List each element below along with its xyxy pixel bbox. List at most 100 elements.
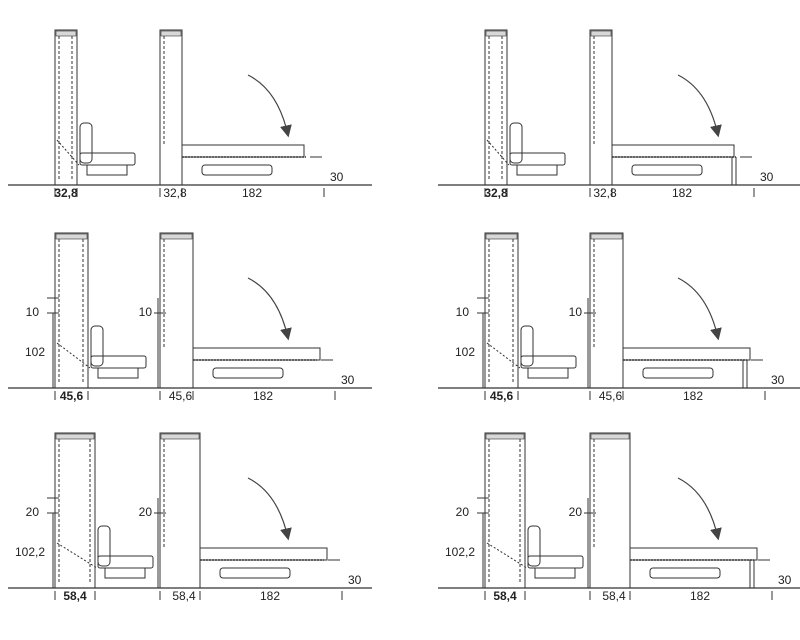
closed-state: 58,4 20 102,2 xyxy=(445,432,584,603)
stowed-sofa xyxy=(201,164,273,176)
clearance-label: 30 xyxy=(771,373,785,387)
bed-mattress xyxy=(622,347,751,361)
sofa-base xyxy=(534,567,576,579)
sofa-mechanism xyxy=(486,139,510,166)
wardrobe-cabinet xyxy=(484,29,508,186)
open-depth-label: 45,6 xyxy=(599,389,623,403)
closed-depth-label: 32,8 xyxy=(484,186,508,200)
cabinet-top-cap xyxy=(160,233,193,240)
fold-down-arrow xyxy=(677,74,722,138)
open-depth-label: 58,4 xyxy=(602,589,626,603)
closed-top-height-label: 10 xyxy=(26,305,40,319)
open-depth-label: 32,8 xyxy=(163,186,187,200)
cabinet-top-cap xyxy=(485,433,525,440)
sofa-mechanism xyxy=(486,542,528,569)
closed-depth-label: 58,4 xyxy=(493,589,517,603)
sofa-mechanism xyxy=(56,542,98,569)
cabinet-top-cap xyxy=(485,233,518,240)
panel-row3-left: 58,4 20 102,2 30 20 58,4 182 xyxy=(8,432,372,603)
bed-length-label: 182 xyxy=(242,186,262,200)
wardrobe-cabinet xyxy=(54,232,89,389)
sofa-backrest xyxy=(90,325,104,367)
stowed-sofa xyxy=(219,567,291,579)
sofa-backrest xyxy=(520,325,534,367)
sofa-backrest xyxy=(97,525,111,567)
closed-main-height-label: 102 xyxy=(455,345,475,359)
closed-top-height-label: 20 xyxy=(456,505,470,519)
sofa-mechanism xyxy=(486,342,521,369)
open-depth-label: 32,8 xyxy=(593,186,617,200)
fold-down-arrow xyxy=(677,277,722,341)
wardrobe-cabinet-open xyxy=(159,232,194,389)
cabinet-top-cap xyxy=(485,30,507,37)
sofa-mechanism xyxy=(56,139,80,166)
cabinet-top-cap xyxy=(55,30,77,37)
closed-depth-label: 32,8 xyxy=(54,186,78,200)
sofa-mechanism xyxy=(56,342,91,369)
clearance-label: 30 xyxy=(778,573,792,587)
cabinet-top-cap xyxy=(160,30,182,37)
closed-top-height-label: 10 xyxy=(456,305,470,319)
wardrobe-cabinet xyxy=(54,29,78,186)
closed-depth-label: 45,6 xyxy=(490,389,514,403)
cabinet-top-cap xyxy=(55,433,95,440)
wardrobe-cabinet-open xyxy=(589,232,624,389)
sofa-base xyxy=(97,367,139,379)
clearance-label: 30 xyxy=(348,573,362,587)
bed-length-label: 182 xyxy=(260,589,280,603)
closed-depth-label: 58,4 xyxy=(63,589,87,603)
open-side-height-label: 10 xyxy=(139,305,153,319)
wardrobe-cabinet-open xyxy=(589,432,631,589)
wardrobe-cabinet xyxy=(484,432,526,589)
fold-down-arrow xyxy=(247,74,292,138)
wardrobe-cabinet xyxy=(484,232,519,389)
open-depth-label: 45,6 xyxy=(169,389,193,403)
closed-depth-label: 45,6 xyxy=(60,389,84,403)
sofa-base xyxy=(516,164,558,176)
sofa-backrest xyxy=(509,122,523,164)
sofa-base xyxy=(86,164,128,176)
bed-mattress xyxy=(181,144,305,158)
closed-main-height-label: 102,2 xyxy=(445,545,475,559)
closed-state: 45,6 10 102 xyxy=(455,232,577,403)
stowed-sofa xyxy=(212,367,284,379)
sofa-backrest xyxy=(79,122,93,164)
sofa-backrest xyxy=(527,525,541,567)
closed-top-height-label: 20 xyxy=(26,505,40,519)
cabinet-top-cap xyxy=(590,233,623,240)
wardrobe-cabinet-open xyxy=(159,29,183,186)
open-state: 30 10 45,6 182 xyxy=(569,232,785,403)
fold-down-arrow xyxy=(247,277,292,341)
closed-state: 32,8 xyxy=(484,29,566,200)
closed-state: 58,4 20 102,2 xyxy=(15,432,154,603)
open-state: 30 20 58,4 182 xyxy=(569,432,792,603)
cabinet-top-cap xyxy=(590,30,612,37)
bed-length-label: 182 xyxy=(690,589,710,603)
closed-main-height-label: 102,2 xyxy=(15,545,45,559)
open-side-height-label: 10 xyxy=(569,305,583,319)
bed-mattress xyxy=(192,347,321,361)
cabinet-top-cap xyxy=(160,433,200,440)
bed-mattress xyxy=(611,144,735,158)
cabinet-top-cap xyxy=(590,433,630,440)
stowed-sofa xyxy=(642,367,714,379)
fold-down-arrow xyxy=(677,477,722,541)
closed-state: 32,8 xyxy=(54,29,136,200)
bed-length-label: 182 xyxy=(683,389,703,403)
bed-mattress xyxy=(199,547,328,561)
stowed-sofa xyxy=(631,164,703,176)
wardrobe-cabinet-open xyxy=(589,29,613,186)
fold-down-arrow xyxy=(247,477,292,541)
panel-row2-right: 45,6 10 102 30 10 45,6 182 xyxy=(438,232,800,403)
bed-length-label: 182 xyxy=(253,389,273,403)
cabinet-top-cap xyxy=(55,233,88,240)
open-side-height-label: 20 xyxy=(569,505,583,519)
panel-row3-right: 58,4 20 102,2 30 20 58,4 182 xyxy=(438,432,800,603)
